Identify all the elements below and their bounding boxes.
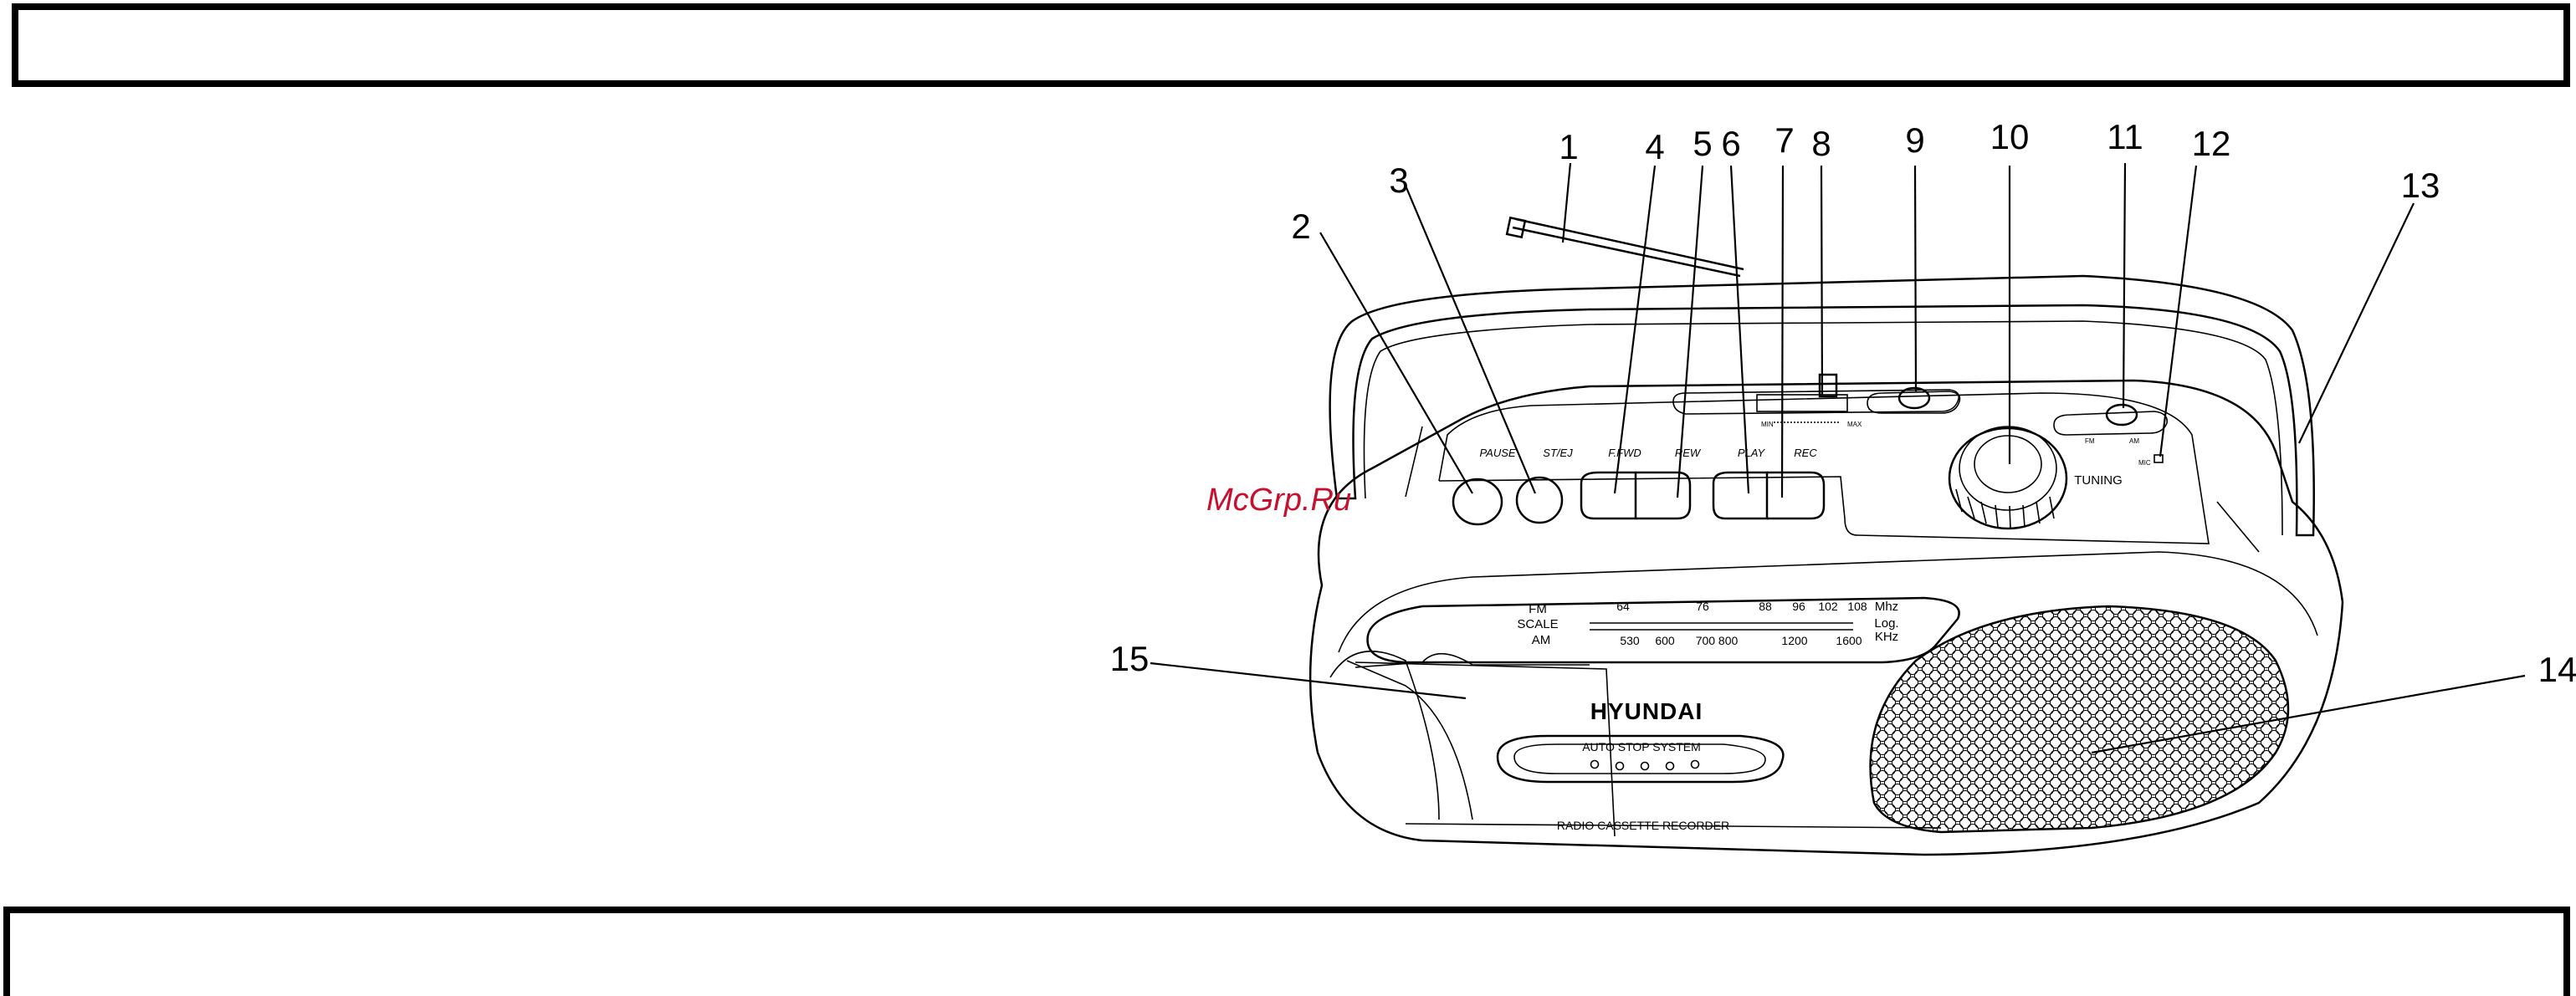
reel-hole (1616, 763, 1624, 770)
callout-6: 6 (1721, 124, 1740, 163)
am-tick-1600: 1600 (1836, 634, 1862, 647)
am-unit: KHz (1875, 630, 1898, 644)
callout-10: 10 (1990, 117, 2030, 156)
band-selector: FM AM MIC (2054, 405, 2167, 467)
tuning-knob-outer[interactable] (1949, 428, 2066, 529)
am-tick-530: 530 (1620, 634, 1640, 647)
log-label: Log. (1874, 616, 1898, 631)
am-tick-1200: 1200 (1781, 634, 1807, 647)
mic-hole (2154, 455, 2163, 462)
cassette-door: HYUNDAI AUTO STOP SYSTEM RADIO CASSETTE … (1355, 662, 1941, 836)
callout-11: 11 (2107, 117, 2143, 156)
pause-label: PAUSE (1479, 447, 1515, 459)
reel-hole (1667, 763, 1674, 770)
fm-tick-64: 64 (1616, 600, 1630, 613)
callout-3: 3 (1389, 161, 1408, 200)
reel-hole (1591, 761, 1599, 769)
auto-stop-label: AUTO STOP SYSTEM (1582, 740, 1701, 753)
vol-min-label: MIN (1761, 421, 1774, 428)
callout-7: 7 (1775, 120, 1794, 160)
dial-fm-label: FM (1529, 602, 1547, 616)
fm-unit: Mhz (1875, 600, 1898, 614)
rew-label: REW (1675, 447, 1702, 459)
fm-tick-96: 96 (1792, 600, 1805, 613)
product-label: RADIO CASSETTE RECORDER (1557, 819, 1729, 832)
callout-9: 9 (1905, 120, 1924, 160)
callout-13: 13 (2401, 166, 2440, 205)
callout-2: 2 (1291, 207, 1310, 246)
callout-12: 12 (2192, 124, 2231, 163)
am-tick-700-800: 700 800 (1696, 634, 1739, 647)
play-button[interactable] (1713, 472, 1767, 518)
band-switch-knob[interactable] (2107, 405, 2137, 425)
fm-tick-102: 102 (1818, 600, 1838, 613)
pause-button[interactable] (1453, 479, 1502, 524)
ffwd-label: F.FWD (1608, 447, 1641, 459)
frequency-dial: FM SCALE AM 64 76 88 96 102 108 530 600 … (1368, 598, 1959, 662)
record-button[interactable] (1767, 472, 1824, 518)
dial-am-label: AM (1532, 633, 1551, 647)
fm-tick-108: 108 (1847, 600, 1867, 613)
function-switch (1867, 388, 1960, 413)
watermark: McGrp.Ru (1206, 483, 1351, 518)
am-tick-600: 600 (1655, 634, 1675, 647)
st-ej-label: ST/EJ (1543, 447, 1573, 459)
callout-15: 15 (1110, 639, 1150, 678)
callout-5: 5 (1693, 124, 1712, 163)
callout-14: 14 (2538, 650, 2576, 689)
reel-hole (1641, 763, 1649, 770)
mic-label: MIC (2138, 459, 2151, 467)
rec-label: REC (1794, 447, 1817, 459)
band-am-label: AM (2129, 437, 2139, 445)
function-knob[interactable] (1899, 388, 1929, 408)
callout-4: 4 (1645, 127, 1664, 166)
dial-scale-label: SCALE (1517, 617, 1558, 631)
vol-max-label: MAX (1847, 421, 1862, 428)
tuning-control: TUNING (1949, 426, 2123, 529)
speaker-grille (1871, 606, 2288, 832)
antenna (1507, 217, 1744, 276)
brand-logo: HYUNDAI (1590, 698, 1703, 724)
callout-1: 1 (1559, 127, 1578, 166)
fm-tick-88: 88 (1759, 600, 1772, 613)
reel-hole (1692, 761, 1699, 769)
transport-buttons: PAUSE ST/EJ F.FWD REW PLAY REC (1453, 447, 1824, 524)
callout-8: 8 (1811, 124, 1831, 163)
band-fm-label: FM (2085, 437, 2095, 445)
tuning-label: TUNING (2074, 473, 2123, 488)
play-label: PLAY (1738, 447, 1766, 459)
fm-tick-76: 76 (1696, 600, 1709, 613)
stop-eject-button[interactable] (1517, 478, 1562, 523)
